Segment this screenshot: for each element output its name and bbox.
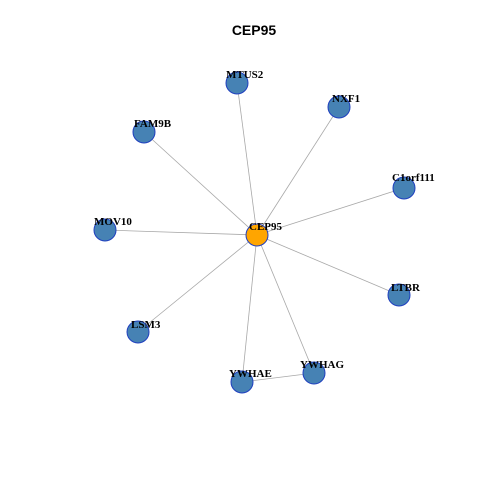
node-label-ywhag: YWHAG bbox=[300, 359, 344, 371]
edge-cep95-fam9b bbox=[143, 131, 258, 236]
node-mtus2 bbox=[225, 71, 249, 95]
edge-cep95-mtus2 bbox=[236, 82, 258, 236]
edge-cep95-lsm3 bbox=[137, 234, 258, 333]
node-nxf1 bbox=[327, 95, 351, 119]
node-label-lsm3: LSM3 bbox=[131, 319, 161, 331]
edge-cep95-ltbr bbox=[256, 234, 400, 296]
edge-cep95-mov10 bbox=[104, 229, 258, 236]
edge-cep95-ywhag bbox=[256, 234, 315, 374]
node-layer bbox=[93, 71, 416, 394]
edge-cep95-nxf1 bbox=[256, 106, 340, 236]
node-label-nxf1: NXF1 bbox=[332, 93, 360, 105]
node-lsm3 bbox=[126, 320, 150, 344]
node-label-c1orf111: C1orf111 bbox=[392, 172, 435, 184]
graph-title: CEP95 bbox=[232, 22, 277, 38]
node-ltbr bbox=[387, 283, 411, 307]
node-c1orf111 bbox=[392, 176, 416, 200]
node-label-mov10: MOV10 bbox=[94, 216, 132, 228]
edge-cep95-ywhae bbox=[241, 234, 258, 383]
node-label-ywhae: YWHAE bbox=[229, 368, 272, 380]
edge-layer bbox=[104, 82, 405, 383]
node-label-cep95: CEP95 bbox=[249, 221, 283, 233]
node-cep95 bbox=[245, 223, 269, 247]
node-fam9b bbox=[132, 120, 156, 144]
edge-ywhae-ywhag bbox=[241, 372, 315, 383]
node-mov10 bbox=[93, 218, 117, 242]
node-label-fam9b: FAM9B bbox=[134, 118, 172, 130]
node-label-mtus2: MTUS2 bbox=[226, 69, 264, 81]
node-label-ltbr: LTBR bbox=[391, 282, 421, 294]
edge-cep95-c1orf111 bbox=[256, 187, 405, 236]
node-ywhag bbox=[302, 361, 326, 385]
node-ywhae bbox=[230, 370, 254, 394]
